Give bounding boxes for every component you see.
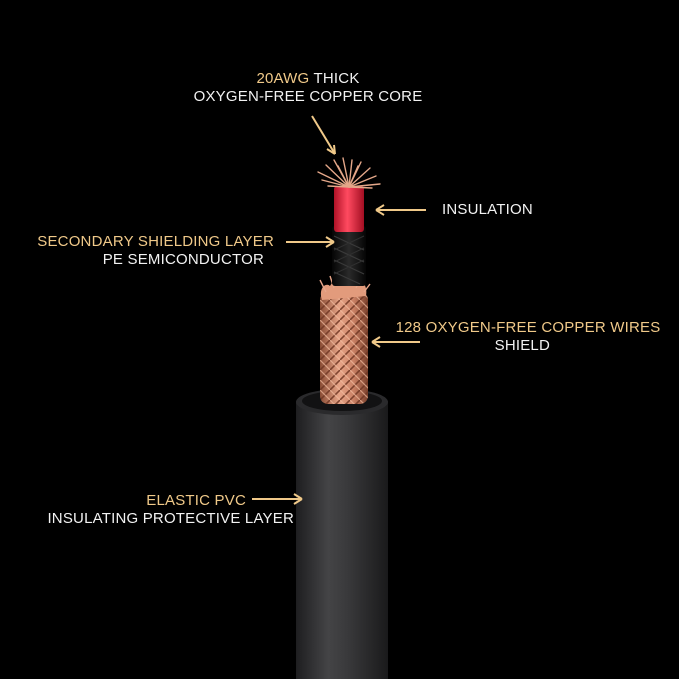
protective-layer-text: INSULATING PROTECTIVE LAYER xyxy=(47,510,294,527)
elastic-pvc-text: ELASTIC PVC xyxy=(146,492,246,509)
semiconductor-layer xyxy=(332,226,366,286)
core-gauge: 20AWG xyxy=(256,70,310,87)
label-core: 20AWG THICK OXYGEN-FREE COPPER CORE xyxy=(173,70,443,106)
arrow-insulation xyxy=(375,204,426,216)
arrow-shield xyxy=(371,336,420,348)
red-insulation xyxy=(334,186,364,232)
copper-core-strands xyxy=(317,157,381,189)
label-insulation: INSULATION xyxy=(442,201,533,219)
label-secondary-shielding: SECONDARY SHIELDING LAYER PE SEMICONDUCT… xyxy=(20,233,274,269)
shield-text: SHIELD xyxy=(494,337,550,354)
copper-wires-text: 128 OXYGEN-FREE COPPER WIRES xyxy=(395,319,661,336)
copper-shield xyxy=(319,273,371,404)
label-copper-shield: 128 OXYGEN-FREE COPPER WIRES SHIELD xyxy=(388,319,668,355)
label-pvc: ELASTIC PVC INSULATING PROTECTIVE LAYER xyxy=(30,492,294,528)
insulation-text: INSULATION xyxy=(442,201,533,218)
arrow-pvc xyxy=(252,493,303,505)
secondary-shielding-text: SECONDARY SHIELDING LAYER xyxy=(37,233,274,250)
arrow-core xyxy=(311,115,336,155)
arrow-secondary xyxy=(286,236,335,248)
core-thick: THICK xyxy=(313,70,360,87)
core-description: OXYGEN-FREE COPPER CORE xyxy=(193,88,423,105)
pe-semiconductor-text: PE SEMICONDUCTOR xyxy=(102,251,264,268)
pvc-jacket xyxy=(296,389,388,679)
